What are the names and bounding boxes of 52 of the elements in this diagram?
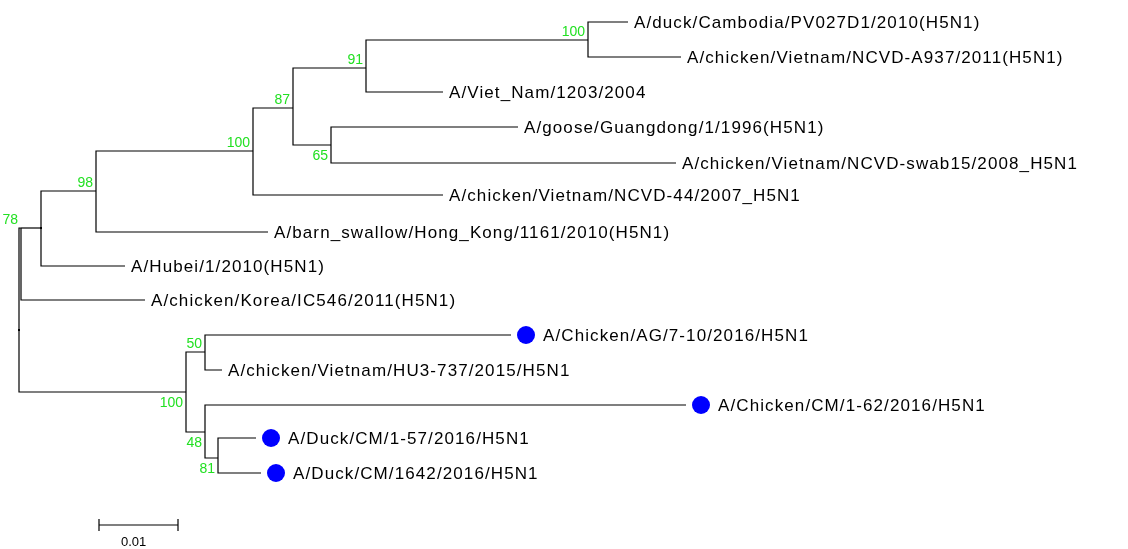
bootstrap-value: 65 [312,148,328,162]
tree-branch [40,227,126,267]
scale-label: 0.01 [121,535,147,548]
taxon-label: A/chicken/Vietnam/NCVD-swab15/2008_H5N1 [682,154,1078,172]
tree-branch [252,150,444,196]
taxon-label: A/chicken/Vietnam/NCVD-44/2007_H5N1 [449,186,801,204]
bootstrap-value: 100 [226,135,250,149]
tree-branch [217,437,257,459]
taxon-label: A/Hubei/1/2010(H5N1) [131,257,325,275]
tree-branch [204,404,687,433]
tree-branch [587,39,682,58]
tree-branch [40,190,97,229]
tree-branch [330,126,519,146]
tree-branch [217,457,262,474]
tree-branch [18,329,187,393]
taxon-label: A/chicken/Vietnam/HU3-737/2015/H5N1 [228,361,571,379]
taxon-label: A/duck/Cambodia/PV027D1/2010(H5N1) [634,13,981,31]
tree-branch [204,431,219,459]
tree-branch [330,144,677,164]
tree-branch [185,351,206,393]
taxon-label: A/Chicken/AG/7-10/2016/H5N1 [543,326,809,344]
bootstrap-value: 48 [186,435,202,449]
bootstrap-value: 91 [347,52,363,66]
bootstrap-value: 100 [561,24,585,38]
tree-branch [365,39,589,69]
tree-branch [252,107,294,152]
tree-branch [185,391,206,433]
tree-branch [18,227,22,331]
tree-branch [204,351,223,371]
tree-branch [292,107,332,146]
tree-branch [365,67,444,93]
taxon-label: A/chicken/Korea/IC546/2011(H5N1) [151,291,457,309]
bootstrap-value: 98 [77,175,93,189]
bootstrap-value: 81 [199,461,215,475]
tree-branch [95,150,254,192]
taxon-label: A/Duck/CM/1642/2016/H5N1 [293,464,539,482]
taxon-label: A/barn_swallow/Hong_Kong/1161/2010(H5N1) [274,223,671,241]
tree-branch [292,67,367,109]
taxon-label: A/Viet_Nam/1203/2004 [449,83,647,101]
tree-branch [95,190,269,233]
taxon-label: A/Duck/CM/1-57/2016/H5N1 [288,429,530,447]
taxon-label: A/Chicken/CM/1-62/2016/H5N1 [718,396,986,414]
bootstrap-value: 50 [186,336,202,350]
bootstrap-value: 78 [2,212,18,226]
tree-branch [20,227,146,301]
tree-branch [20,227,42,229]
tree-branch [204,334,512,353]
taxon-label: A/goose/Guangdong/1/1996(H5N1) [524,118,825,136]
taxon-label: A/chicken/Vietnam/NCVD-A937/2011(H5N1) [687,48,1064,66]
bootstrap-value: 100 [159,395,183,409]
bootstrap-value: 87 [274,92,290,106]
tree-branch [587,21,629,41]
